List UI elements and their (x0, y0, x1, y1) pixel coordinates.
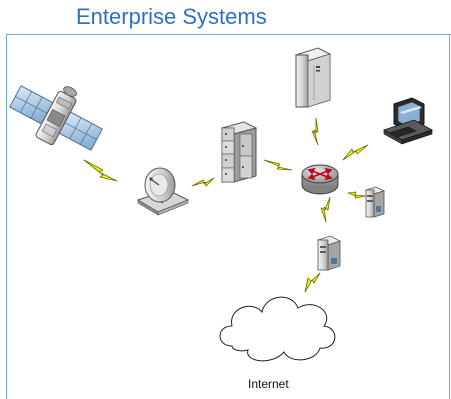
tower-server-icon (294, 47, 332, 108)
small-server-icon (364, 186, 386, 218)
satellite-icon (9, 85, 103, 151)
link-bolt (320, 196, 331, 223)
internet-label: Internet (248, 377, 289, 391)
workstation-icon (383, 97, 433, 145)
link-bolt (191, 177, 215, 187)
wireless-links (83, 117, 369, 293)
link-bolt (347, 191, 367, 199)
small-server-icon (316, 235, 342, 271)
page-title: Enterprise Systems (76, 4, 267, 29)
router-icon (301, 164, 339, 195)
frame-left-border (6, 34, 7, 399)
link-bolt (311, 117, 319, 146)
link-bolt (304, 272, 321, 293)
server-rack-icon (220, 121, 258, 183)
link-bolt (342, 144, 369, 161)
satellite-dish-icon (136, 167, 190, 216)
frame-right-border (449, 34, 450, 399)
frame-top-border (6, 34, 451, 35)
internet-cloud-icon (219, 296, 336, 362)
link-bolt (83, 159, 118, 182)
link-bolt (263, 159, 293, 171)
